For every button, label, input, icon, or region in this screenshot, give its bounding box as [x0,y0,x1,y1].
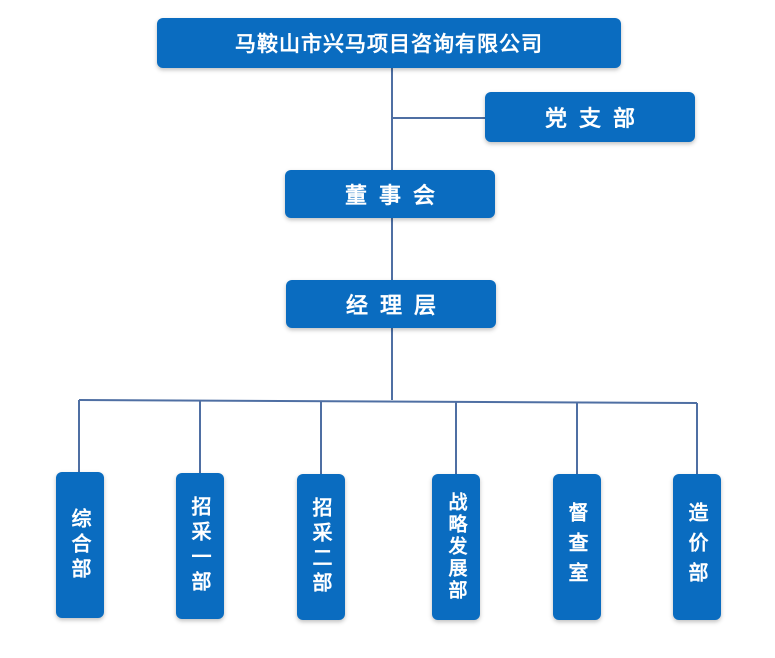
department-label: 招采二部 [309,497,333,597]
department-node: 综合部 [56,472,104,618]
board-label: 董事会 [344,184,447,209]
party-branch-node: 党支部 [485,92,695,142]
department-node: 战略发展部 [432,474,480,620]
department-node: 招采一部 [176,473,224,619]
department-label: 招采一部 [188,496,212,596]
connector-department-bus [78,399,698,404]
management-node: 经理层 [286,280,496,328]
management-label: 经理层 [345,294,448,319]
company-label: 马鞍山市兴马项目咨询有限公司 [235,32,543,56]
department-node: 督查室 [553,474,601,620]
department-label: 综合部 [68,507,92,583]
department-label: 督查室 [565,502,589,592]
department-label: 战略发展部 [445,492,468,602]
department-label: 造价部 [685,502,709,592]
party-branch-label: 党支部 [544,107,647,132]
department-node: 招采二部 [297,474,345,620]
department-node: 造价部 [673,474,721,620]
board-node: 董事会 [285,170,495,218]
company-node: 马鞍山市兴马项目咨询有限公司 [157,18,621,68]
